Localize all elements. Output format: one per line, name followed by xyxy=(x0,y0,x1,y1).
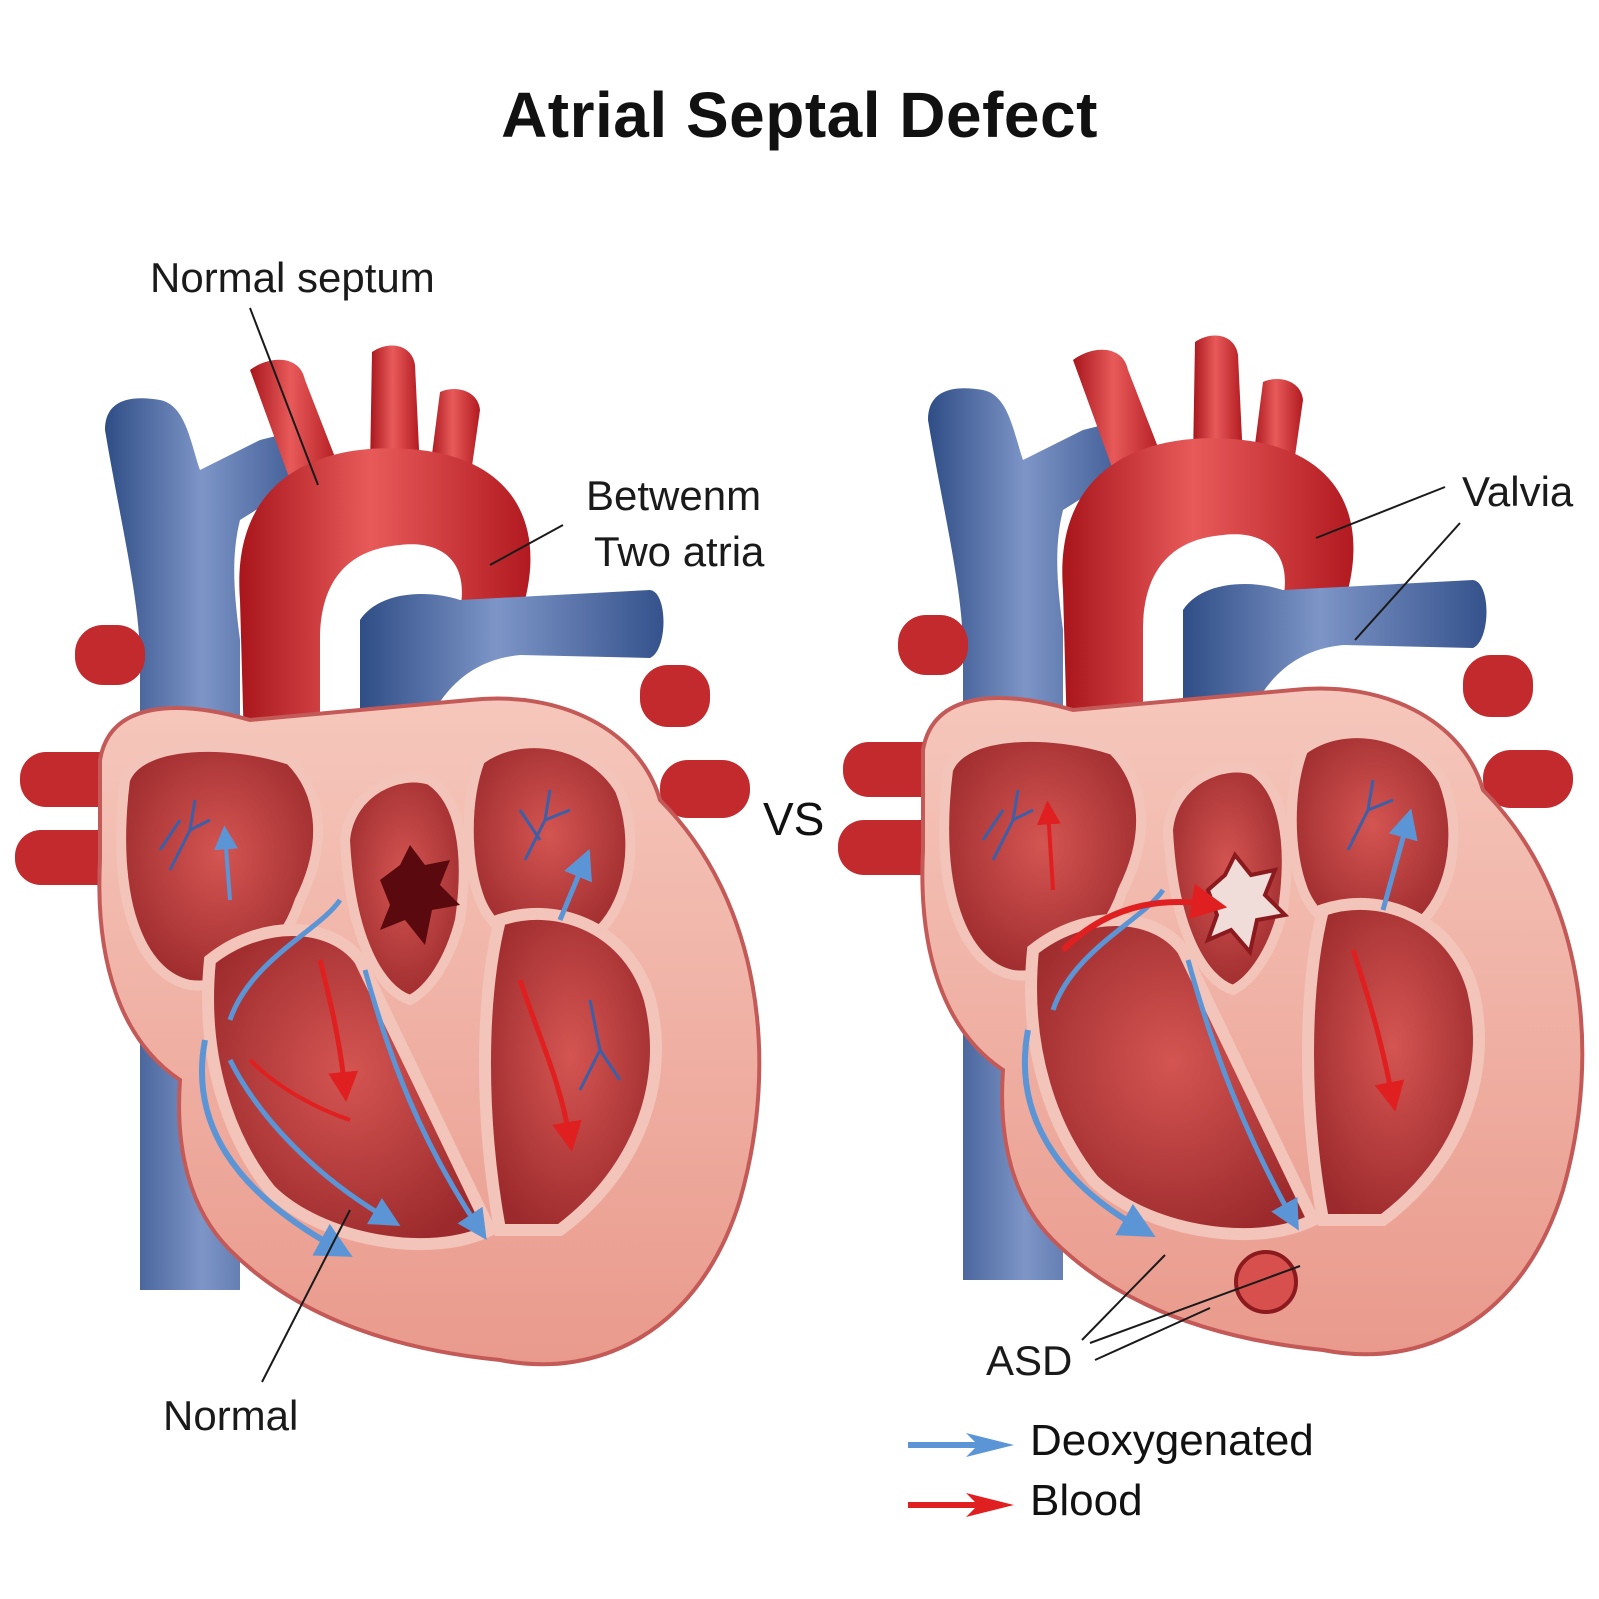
page-title: Atrial Septal Defect xyxy=(501,79,1098,151)
leader-lines xyxy=(249,307,1461,1383)
valvia-label: Valvia xyxy=(1462,468,1574,515)
normal-label: Normal xyxy=(163,1392,299,1439)
asd-label: ASD xyxy=(986,1337,1073,1384)
asd-heart xyxy=(838,335,1585,1357)
red-arrow-icon xyxy=(908,1493,1014,1517)
legend-label: Blood xyxy=(1030,1476,1143,1525)
normal-septum-label: Normal septum xyxy=(150,254,435,301)
normal-heart xyxy=(15,345,762,1367)
between-label-line1: Betwenm xyxy=(586,472,762,519)
two-atria-label: Two atria xyxy=(594,528,765,575)
legend-label: Deoxygenated xyxy=(1030,1416,1314,1465)
vs-label: VS xyxy=(763,793,825,845)
blue-arrow-icon xyxy=(908,1433,1014,1457)
